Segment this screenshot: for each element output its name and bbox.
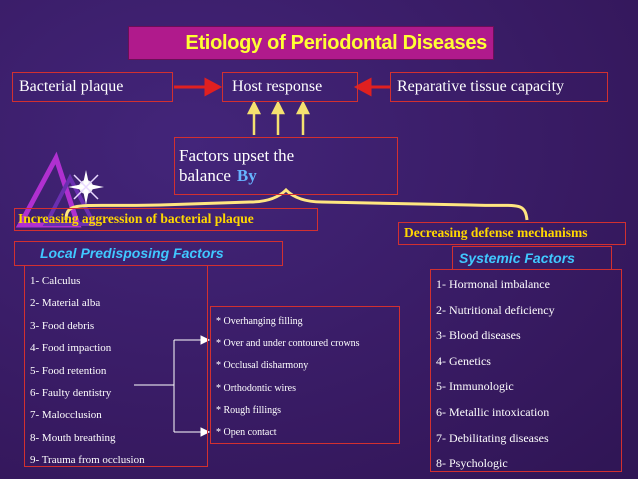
reparative-capacity-box: Reparative tissue capacity (390, 72, 608, 102)
list-item: 4- Food impaction (30, 342, 112, 355)
slide-title: Etiology of Periodontal Diseases (128, 26, 494, 60)
list-item: * Overhanging filling (216, 316, 303, 327)
list-item: 9- Trauma from occlusion (30, 454, 145, 467)
factors-line2: balance By (179, 166, 393, 186)
list-item: * Rough fillings (216, 404, 282, 416)
decreasing-defense-label: Decreasing defense mechanisms (398, 222, 626, 245)
list-item: 5- Food retention (30, 364, 107, 377)
list-item: * Open contact (216, 426, 277, 438)
factors-line1: Factors upset the (179, 146, 295, 165)
list-item: 8- Mouth breathing (30, 431, 116, 444)
factors-by-text: By (236, 166, 257, 185)
bacterial-plaque-box: Bacterial plaque (12, 72, 173, 102)
list-item: 7- Debilitating diseases (436, 430, 549, 445)
balance-brace (64, 187, 529, 221)
factors-balance-text: balance (179, 166, 231, 185)
local-factors-list: 1- Calculus 2- Material alba 3- Food deb… (24, 265, 208, 467)
sparkle-star-icon (68, 170, 104, 205)
list-item: 3- Food debris (30, 319, 95, 332)
host-response-box: Host response (222, 72, 358, 102)
list-item: 6- Faulty dentistry (30, 386, 112, 399)
increasing-aggression-label: Increasing aggression of bacterial plaqu… (14, 208, 318, 231)
list-item: 1- Calculus (30, 275, 81, 287)
list-item: 1- Hormonal imbalance (436, 277, 550, 291)
arrow-right-icon (174, 77, 223, 97)
list-item: 2- Nutritional deficiency (436, 302, 555, 317)
list-item: * Over and under contoured crowns (216, 338, 360, 350)
decorative-triangle-inner (42, 173, 98, 226)
factors-box: Factors upset the balance By (174, 137, 398, 195)
list-item: * Occlusal disharmony (216, 360, 309, 372)
systemic-factors-heading: Systemic Factors (452, 246, 612, 270)
list-item: 7- Malocclusion (30, 409, 102, 422)
bracket-arrows-icon (134, 335, 211, 437)
arrow-left-icon (353, 77, 390, 97)
list-item: 4- Genetics (436, 353, 491, 368)
list-item: 2- Material alba (30, 297, 101, 310)
local-factors-heading: Local Predisposing Factors (14, 241, 283, 266)
list-item: 5- Immunologic (436, 379, 514, 394)
list-item: * Orthodontic wires (216, 382, 296, 394)
faulty-dentistry-list: * Overhanging filling * Over and under c… (210, 306, 400, 444)
list-item: 8- Psychologic (436, 456, 508, 471)
systemic-factors-list: 1- Hormonal imbalance 2- Nutritional def… (430, 269, 622, 472)
up-arrows-icon (246, 100, 311, 135)
list-item: 3- Blood diseases (436, 328, 521, 343)
list-item: 6- Metallic intoxication (436, 404, 550, 419)
